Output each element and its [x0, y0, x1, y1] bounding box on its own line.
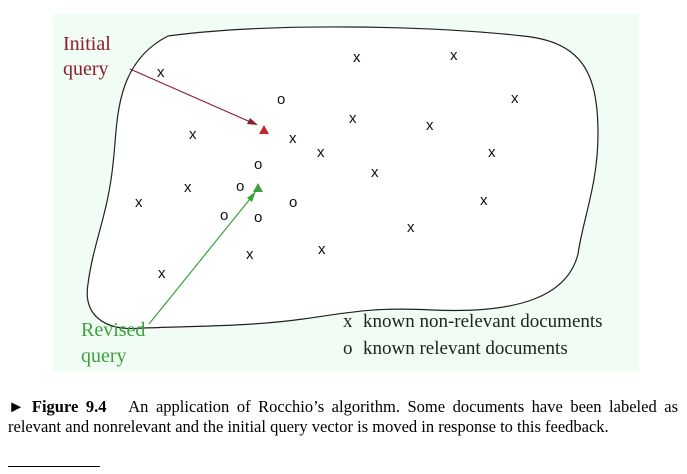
nonrelevant-document-marker: x — [135, 194, 143, 211]
document-region-blob — [86, 26, 599, 330]
relevant-document-marker: o — [254, 156, 262, 173]
caption-text: An application of Rocchio’s algorithm. S… — [8, 397, 678, 436]
legend-o-symbol: o — [343, 338, 353, 359]
nonrelevant-document-marker: x — [349, 110, 357, 127]
nonrelevant-document-marker: x — [189, 126, 197, 143]
initial-query-arrow — [129, 68, 256, 125]
nonrelevant-document-marker: x — [371, 164, 379, 181]
caption-label: ► Figure 9.4 — [8, 397, 107, 416]
nonrelevant-document-marker: x — [353, 49, 361, 66]
nonrelevant-document-marker: x — [407, 219, 415, 236]
nonrelevant-document-marker: x — [157, 64, 165, 81]
relevant-document-marker: o — [236, 178, 244, 195]
revised-query-triangle-icon — [253, 183, 263, 192]
relevant-document-marker: o — [289, 194, 297, 211]
nonrelevant-document-marker: x — [480, 192, 488, 209]
nonrelevant-document-marker: x — [184, 179, 192, 196]
initial-arrow-head — [247, 118, 258, 125]
legend-relevant-label: known relevant documents — [363, 338, 568, 359]
relevant-document-marker: o — [254, 209, 262, 226]
caption-underline — [8, 466, 100, 467]
nonrelevant-document-marker: x — [158, 265, 166, 282]
nonrelevant-document-marker: x — [488, 144, 496, 161]
nonrelevant-document-marker: x — [511, 90, 519, 107]
revised-arrow-head — [247, 191, 256, 202]
nonrelevant-document-marker: x — [426, 117, 434, 134]
legend: x known non-relevant documents o known r… — [343, 311, 603, 359]
nonrelevant-document-marker: x — [450, 47, 458, 64]
nonrelevant-document-marker: x — [246, 246, 254, 263]
initial-query-label: Initial query — [63, 33, 116, 80]
relevant-document-marker: o — [220, 207, 228, 224]
relevant-document-marker: o — [277, 91, 285, 108]
legend-x-symbol: x — [343, 311, 353, 332]
legend-nonrelevant-label: known non-relevant documents — [363, 311, 603, 332]
figure-caption: ► Figure 9.4 An application of Rocchio’s… — [8, 397, 678, 437]
nonrelevant-document-marker: x — [318, 241, 326, 258]
initial-query-triangle-icon — [259, 125, 269, 134]
nonrelevant-document-marker: x — [289, 130, 297, 147]
nonrelevant-document-marker: x — [317, 144, 325, 161]
revised-query-label: Revised query — [81, 319, 150, 367]
revised-query-arrow — [148, 193, 255, 325]
